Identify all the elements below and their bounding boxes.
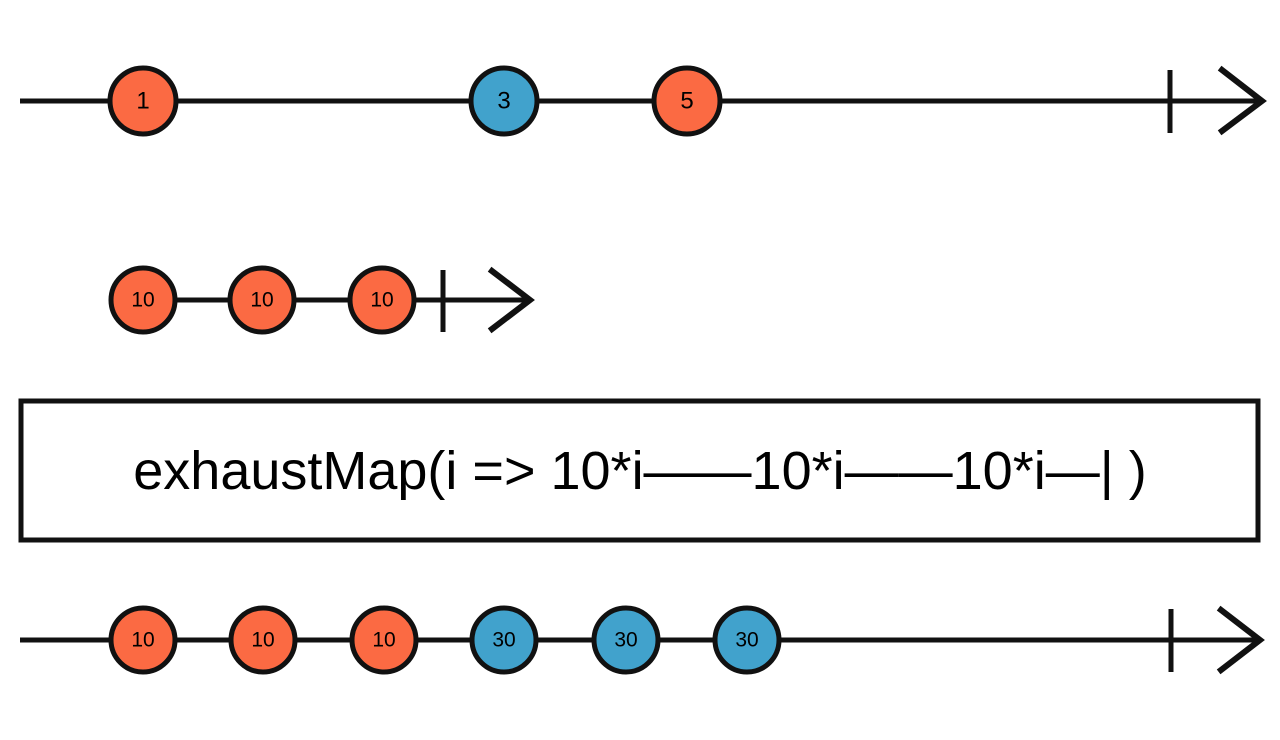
operator-box[interactable]: exhaustMap(i => 10*i——10*i——10*i—| ): [18, 398, 1261, 543]
marble-circle[interactable]: [468, 65, 540, 137]
marble-label: 10: [251, 629, 274, 652]
marble-circle[interactable]: [108, 605, 178, 675]
source-stream: 1 3 5: [20, 65, 1267, 137]
marble-label: 10: [370, 289, 393, 312]
marble-source-0[interactable]: 1: [107, 65, 179, 137]
marble-circle[interactable]: [227, 265, 297, 335]
marble-circle[interactable]: [107, 65, 179, 137]
marble-label: 30: [492, 629, 515, 652]
marble-circle[interactable]: [651, 65, 723, 137]
marble-circle[interactable]: [591, 605, 661, 675]
result-stream-arrow-icon: [1216, 605, 1265, 675]
marble-result-0[interactable]: 10: [108, 605, 178, 675]
marble-label: 10: [131, 289, 154, 312]
marble-circle[interactable]: [108, 265, 178, 335]
marble-label: 10: [131, 629, 154, 652]
marble-circle[interactable]: [349, 605, 419, 675]
marble-inner-1[interactable]: 10: [227, 265, 297, 335]
inner-stream: 10 10 10: [108, 265, 535, 335]
marble-circle[interactable]: [712, 605, 782, 675]
marble-result-5[interactable]: 30: [712, 605, 782, 675]
marble-circle[interactable]: [347, 265, 417, 335]
marble-result-3[interactable]: 30: [469, 605, 539, 675]
marble-label: 3: [497, 88, 510, 115]
marble-source-1[interactable]: 3: [468, 65, 540, 137]
marble-result-4[interactable]: 30: [591, 605, 661, 675]
operator-box-border: [18, 398, 1261, 543]
marble-label: 5: [680, 88, 693, 115]
operator-expression-label: exhaustMap(i => 10*i——10*i——10*i—| ): [133, 441, 1146, 501]
marble-label: 10: [250, 289, 273, 312]
marble-circle[interactable]: [228, 605, 298, 675]
marble-label: 1: [136, 88, 149, 115]
marble-result-2[interactable]: 10: [349, 605, 419, 675]
marble-source-2[interactable]: 5: [651, 65, 723, 137]
marble-inner-0[interactable]: 10: [108, 265, 178, 335]
marble-circle[interactable]: [469, 605, 539, 675]
marble-label: 10: [372, 629, 395, 652]
inner-stream-arrow-icon: [487, 266, 535, 334]
source-stream-arrow-icon: [1217, 65, 1267, 136]
marble-label: 30: [614, 629, 637, 652]
marble-label: 30: [735, 629, 758, 652]
marble-inner-2[interactable]: 10: [347, 265, 417, 335]
result-stream: 10 10 10 30 30 30: [20, 605, 1265, 675]
marble-result-1[interactable]: 10: [228, 605, 298, 675]
